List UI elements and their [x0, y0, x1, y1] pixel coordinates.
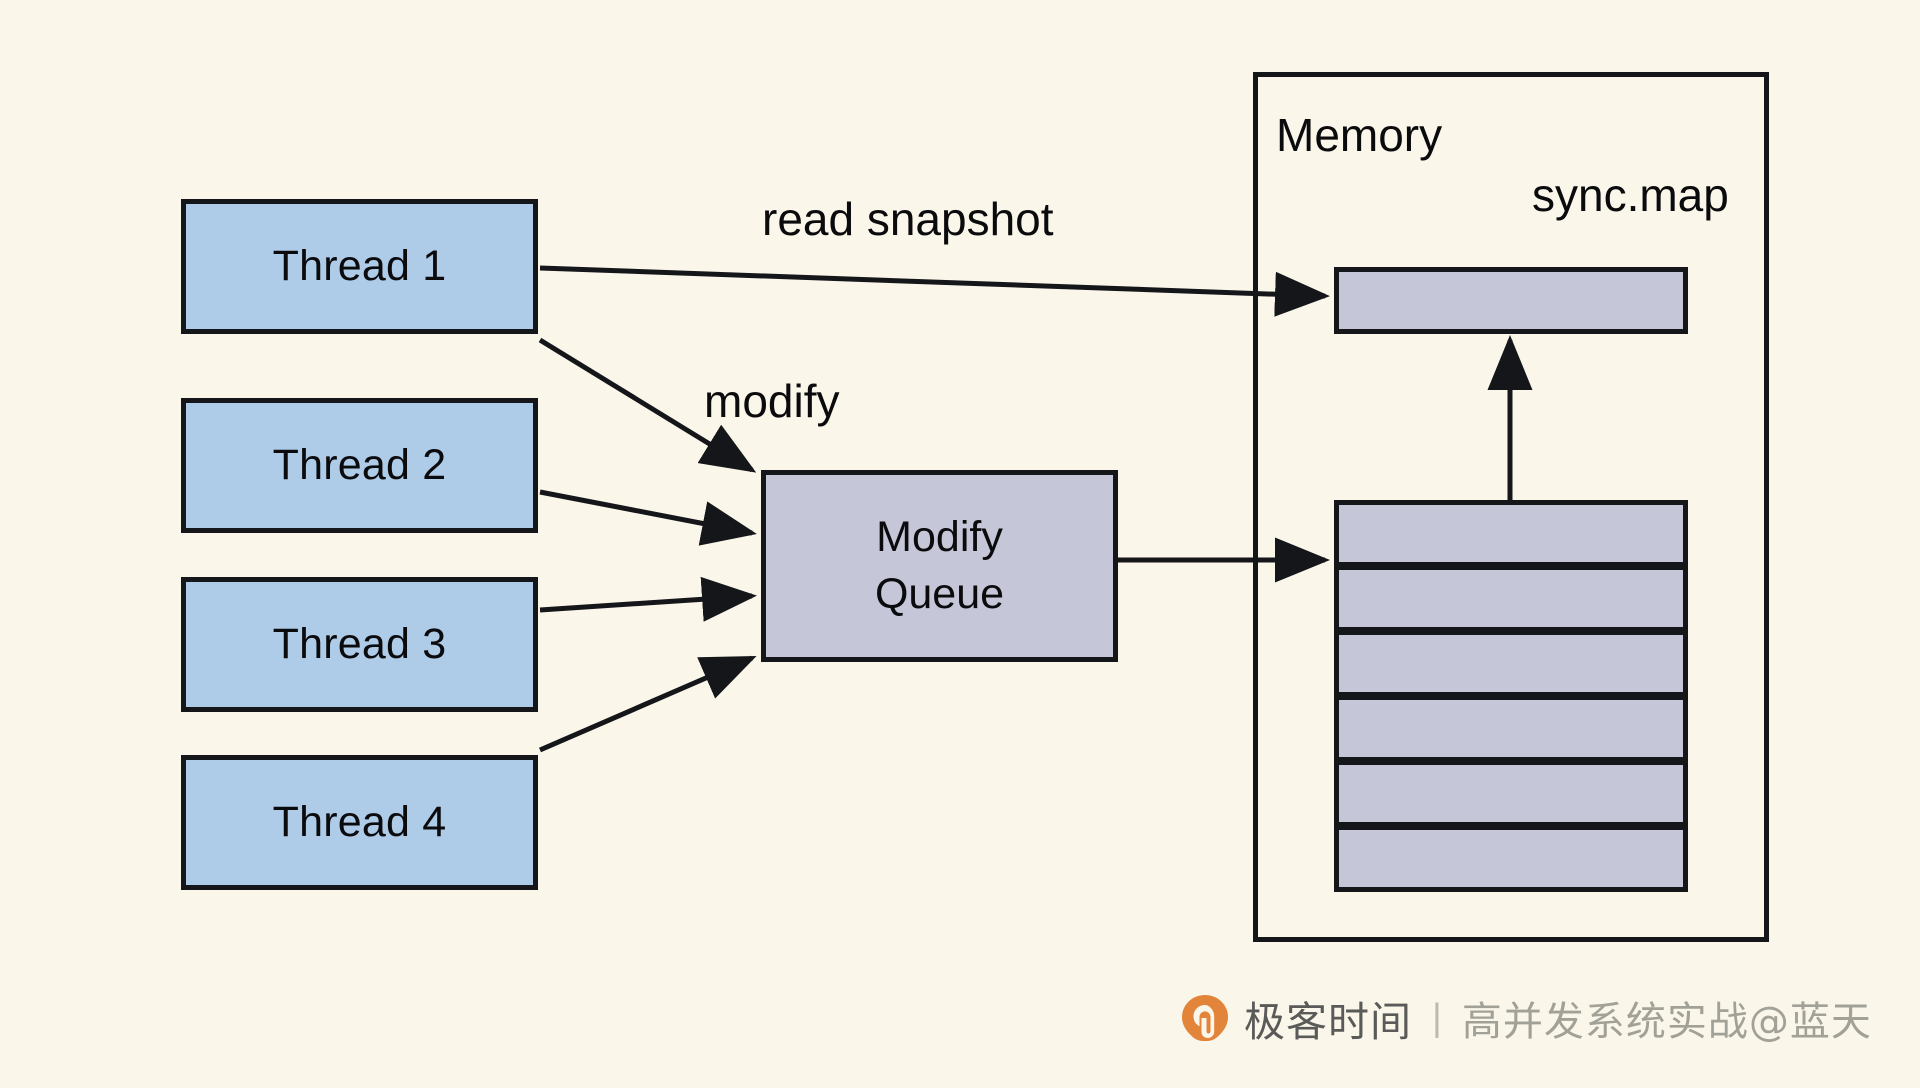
arrow-thread3-to-queue — [539, 576, 757, 622]
memory-queue-cell-3 — [1334, 630, 1688, 697]
thread-box-3[interactable]: Thread 3 — [181, 577, 538, 712]
thread-label-3: Thread 3 — [272, 620, 447, 668]
sync-map-label: sync.map — [1532, 169, 1729, 221]
memory-queue-cell-2 — [1334, 565, 1688, 632]
memory-queue-cell-4 — [1334, 695, 1688, 762]
edge-label-modify: modify — [704, 375, 840, 427]
geekbang-logo-icon — [1180, 993, 1230, 1043]
thread-box-1[interactable]: Thread 1 — [181, 199, 538, 334]
arrow-thread4-to-queue — [539, 655, 757, 753]
thread-label-2: Thread 2 — [272, 441, 447, 489]
thread-label-1: Thread 1 — [272, 242, 447, 290]
thread-label-4: Thread 4 — [272, 798, 447, 846]
modify-queue-label-line2: Queue — [874, 570, 1005, 618]
modify-queue-box[interactable]: Modify Queue — [761, 470, 1118, 662]
memory-title: Memory — [1276, 109, 1443, 161]
watermark: 极客时间 | 高并发系统实战@蓝天 — [1180, 988, 1872, 1048]
watermark-separator: | — [1432, 996, 1442, 1039]
watermark-brand: 极客时间 — [1244, 998, 1412, 1046]
memory-frame — [1253, 72, 1769, 942]
arrow-thread2-to-queue — [539, 489, 757, 546]
thread-box-2[interactable]: Thread 2 — [181, 398, 538, 533]
memory-queue-cell-1 — [1334, 500, 1688, 567]
arrow-thread1-to-snapshot — [539, 265, 1330, 317]
watermark-course: 高并发系统实战@蓝天 — [1461, 999, 1872, 1045]
memory-queue-cell-5 — [1334, 760, 1688, 827]
memory-queue-cell-6 — [1334, 825, 1688, 892]
memory-snapshot-cell — [1334, 267, 1688, 334]
thread-box-4[interactable]: Thread 4 — [181, 755, 538, 890]
modify-queue-label-line1: Modify — [876, 513, 1003, 562]
edge-label-read-snapshot: read snapshot — [762, 193, 1054, 245]
